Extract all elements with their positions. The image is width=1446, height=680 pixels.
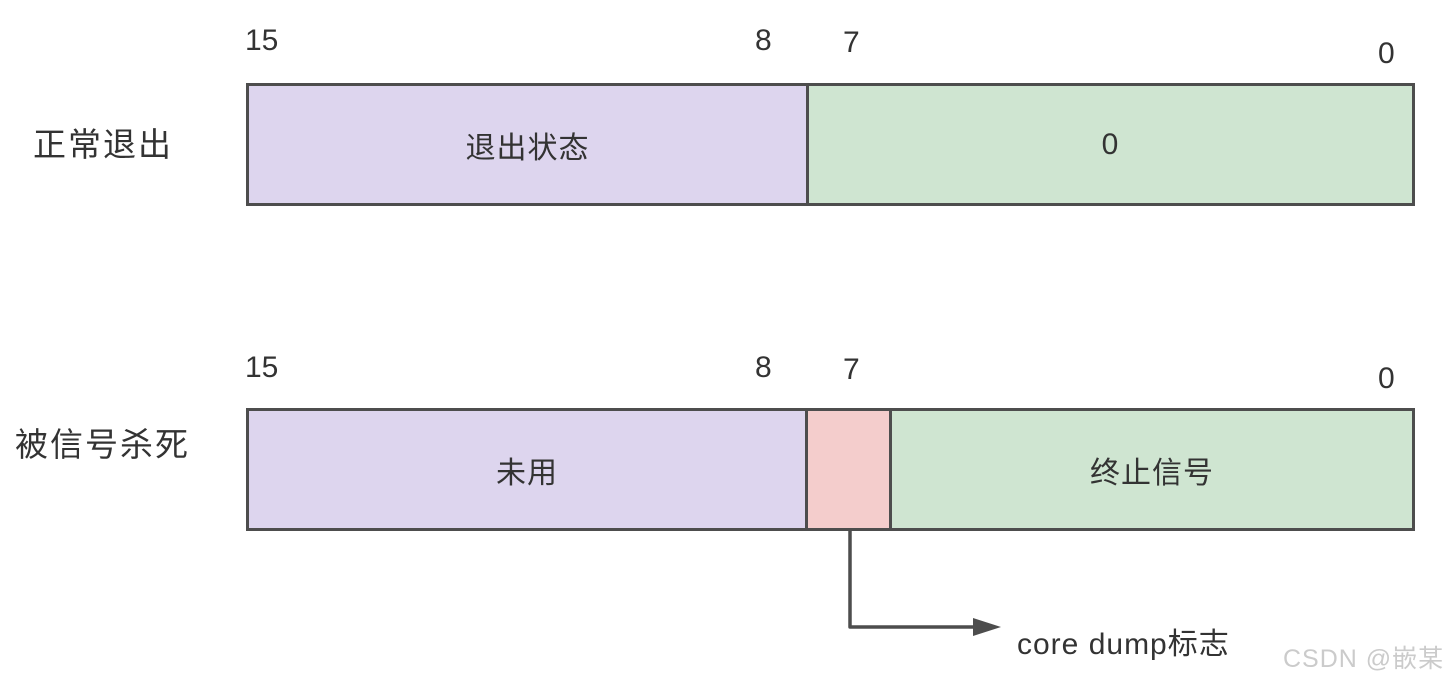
segment-termination-signal: 终止信号 — [892, 411, 1412, 528]
normal-exit-row-label: 正常退出 — [33, 126, 173, 163]
segment-exit-status: 退出状态 — [249, 86, 809, 203]
row1-bit-tick-7: 7 — [843, 26, 860, 59]
normal-exit-bit-field: 退出状态 0 — [246, 83, 1415, 206]
row2-bit-tick-15: 15 — [245, 351, 279, 384]
segment-core-dump-flag — [808, 411, 892, 528]
core-dump-arrow-icon — [848, 530, 1001, 636]
row2-bit-tick-0: 0 — [1378, 362, 1395, 395]
segment-low-byte-zero: 0 — [809, 86, 1412, 203]
killed-by-signal-row-label: 被信号杀死 — [15, 426, 190, 463]
row1-bit-tick-0: 0 — [1378, 37, 1395, 70]
segment-unused: 未用 — [249, 411, 808, 528]
row1-bit-tick-8: 8 — [755, 24, 772, 57]
csdn-watermark: CSDN @嵌某 — [1283, 645, 1445, 673]
core-dump-annotation: core dump标志 — [1017, 628, 1230, 661]
killed-by-signal-bit-field: 未用 终止信号 — [246, 408, 1415, 531]
row2-bit-tick-7: 7 — [843, 353, 860, 386]
row2-bit-tick-8: 8 — [755, 351, 772, 384]
row1-bit-tick-15: 15 — [245, 24, 279, 57]
